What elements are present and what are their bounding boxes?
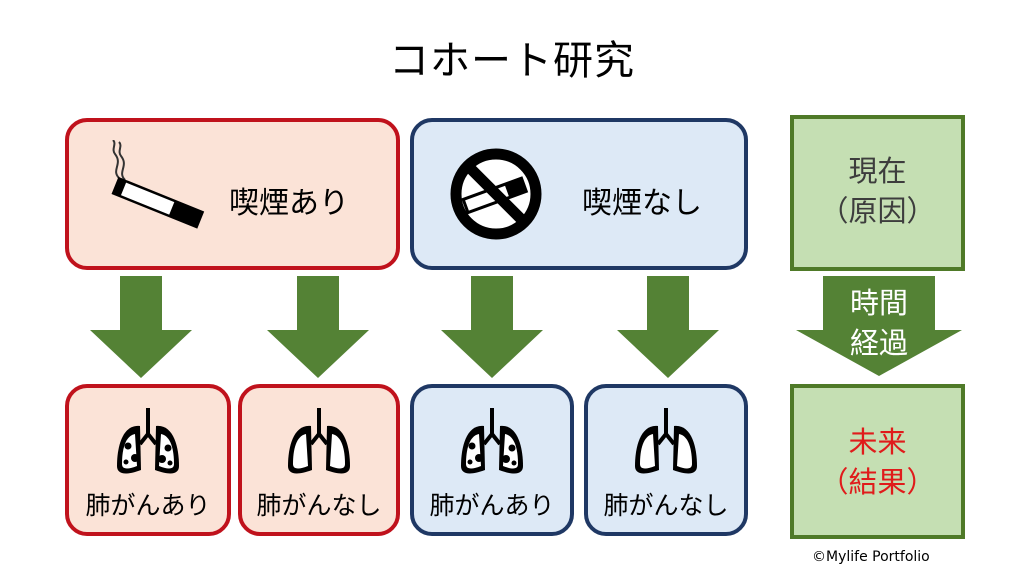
outcome-box-nonsmoking-no-cancer: 肺がんなし <box>584 384 748 536</box>
diseased-lungs-icon <box>461 408 523 474</box>
down-arrow-1 <box>90 276 192 378</box>
present-label: 現在 <box>848 154 907 188</box>
time-label: 時間 <box>849 286 908 320</box>
smoking-group-label: 喫煙あり <box>229 186 349 221</box>
nonsmoking-group-box: 喫煙なし <box>410 118 748 270</box>
outcome-box-smoking-no-cancer: 肺がんなし <box>238 384 400 536</box>
outcome-label: 肺がんなし <box>256 491 382 520</box>
outcome-box-nonsmoking-cancer: 肺がんあり <box>410 384 574 536</box>
down-arrow-3 <box>441 276 543 378</box>
cause-label: （原因） <box>819 194 936 228</box>
future-label: 未来 <box>848 425 907 459</box>
down-arrow-4 <box>617 276 719 378</box>
outcome-box-smoking-cancer: 肺がんあり <box>65 384 231 536</box>
healthy-lungs-icon <box>288 408 350 474</box>
copyright-text: ©Mylife Portfolio <box>812 549 930 565</box>
down-arrow-2 <box>267 276 369 378</box>
no-smoking-icon <box>450 148 542 240</box>
cigarette-icon <box>111 140 205 229</box>
present-cause-box: 現在 （原因） <box>790 115 965 271</box>
outcome-label: 肺がんなし <box>603 491 729 520</box>
future-result-box: 未来 （結果） <box>790 384 965 539</box>
result-label: （結果） <box>819 465 936 499</box>
outcome-label: 肺がんあり <box>429 491 555 520</box>
elapsed-label: 経過 <box>849 326 908 360</box>
time-elapsed-label: 時間 経過 <box>823 283 935 363</box>
nonsmoking-group-label: 喫煙なし <box>582 186 702 221</box>
diseased-lungs-icon <box>117 408 179 474</box>
time-elapsed-arrow <box>796 276 962 376</box>
healthy-lungs-icon <box>635 408 697 474</box>
smoking-group-box: 喫煙あり <box>65 118 400 270</box>
page-title: コホート研究 <box>389 38 635 84</box>
outcome-label: 肺がんあり <box>85 491 211 520</box>
